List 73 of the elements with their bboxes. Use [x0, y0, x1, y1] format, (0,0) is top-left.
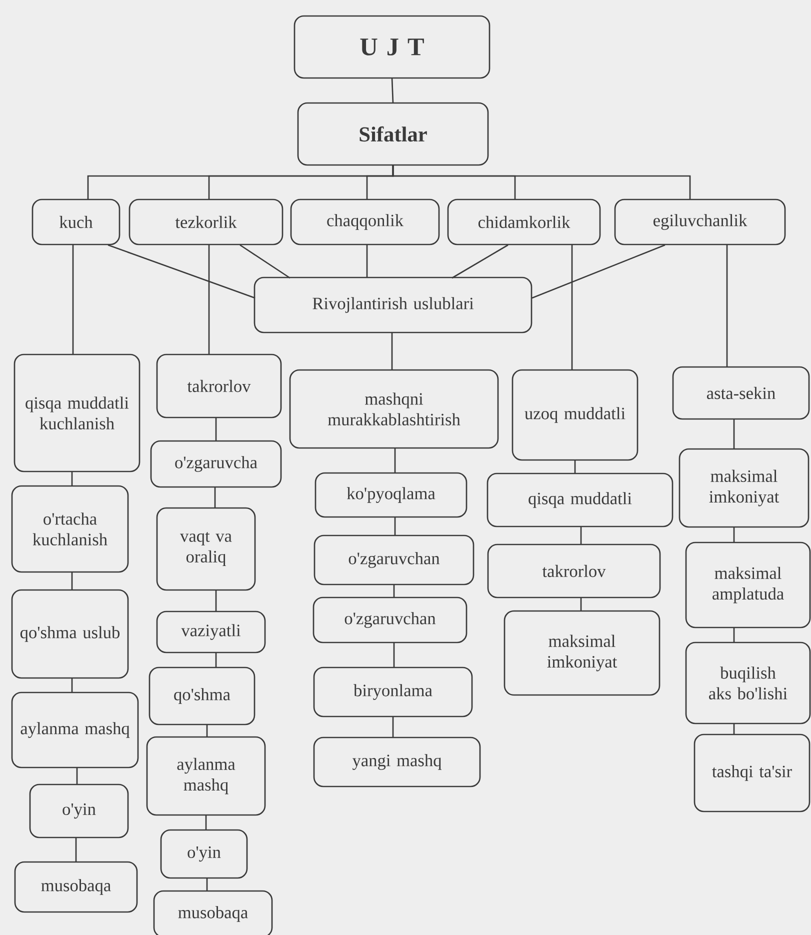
technique-box: aylanma mashq	[11, 692, 139, 768]
technique-box: aylanma mashq	[146, 736, 266, 816]
connector-line	[214, 487, 216, 508]
technique-box: maksimal imkoniyat	[504, 610, 660, 696]
technique-box: o'yin	[160, 829, 248, 879]
quality-box: egiluvchanlik	[614, 198, 786, 246]
technique-box: buqilish aks bo'lishi	[685, 642, 811, 724]
connector-line	[392, 716, 394, 738]
technique-box: musobaqa	[14, 861, 138, 913]
connector-line	[580, 598, 582, 611]
quality-box: chaqqonlik	[290, 198, 440, 246]
connector-line	[71, 472, 73, 486]
connector-line	[391, 78, 394, 104]
connector-line	[574, 460, 576, 474]
connector-line	[532, 244, 666, 299]
connector-line	[240, 244, 290, 279]
connector-line	[733, 419, 735, 449]
connector-line	[726, 244, 728, 367]
connector-line	[215, 652, 217, 668]
technique-box: o'zgaruvcha	[150, 440, 282, 488]
connector-line	[108, 244, 256, 299]
technique-box: maksimal amplatuda	[685, 542, 811, 628]
connector-line	[206, 878, 208, 891]
connector-line	[75, 838, 77, 862]
connector-line	[393, 584, 395, 598]
technique-box: o'yin	[29, 784, 129, 838]
technique-box: vaziyatli	[156, 610, 266, 654]
quality-box: tezkorlik	[128, 198, 284, 246]
connector-line	[205, 815, 207, 830]
technique-box: qo'shma uslub	[11, 589, 129, 679]
technique-box: yangi mashq	[313, 736, 481, 788]
connector-line	[580, 526, 582, 544]
connector-line	[71, 572, 73, 590]
technique-box: biryonlama	[313, 666, 473, 718]
quality-box: kuch	[32, 198, 120, 246]
method-box: Rivojlantirish uslublari	[254, 276, 532, 334]
quality-box: chidamkorlik	[447, 198, 601, 246]
connector-line	[393, 642, 395, 668]
technique-box: o'zgaruvchan	[312, 596, 468, 644]
heading-box: U J T	[294, 15, 490, 79]
connector-line	[366, 245, 368, 278]
technique-box: asta-sekin	[672, 366, 810, 420]
connector-line	[452, 244, 508, 279]
technique-box: qisqa muddatli	[486, 472, 674, 528]
connector-line	[391, 332, 393, 370]
connector-line	[394, 517, 396, 536]
connector-line	[733, 724, 735, 734]
technique-box: o'rtacha kuchlanish	[11, 485, 129, 573]
technique-box: o'zgaruvchan	[314, 534, 474, 586]
technique-box: musobaqa	[153, 890, 273, 935]
connector-line	[215, 590, 217, 612]
technique-box: takrorlov	[487, 544, 661, 598]
technique-box: ko'pyoqlama	[314, 472, 468, 518]
connector-line	[392, 165, 691, 200]
technique-box: tashqi ta'sir	[694, 734, 810, 812]
connector-line	[72, 244, 74, 354]
connector-line	[206, 724, 208, 737]
connector-line	[71, 678, 73, 692]
technique-box: vaqt va oraliq	[156, 507, 256, 591]
connector-line	[394, 448, 396, 473]
technique-box: qisqa muddatli kuchlanish	[14, 354, 140, 472]
technique-box: qo'shma	[148, 666, 256, 726]
heading-box: Sifatlar	[297, 102, 489, 166]
technique-box: uzoq muddatli	[512, 369, 638, 461]
connector-line	[76, 768, 78, 784]
connector-line	[733, 628, 735, 642]
connector-line	[208, 244, 210, 354]
technique-box: takrorlov	[156, 354, 282, 418]
connector-line	[571, 244, 573, 370]
connector-line	[215, 418, 217, 441]
technique-box: maksimal imkoniyat	[678, 448, 810, 528]
technique-box: mashqni murakkablashtirish	[289, 369, 499, 449]
connector-line	[733, 527, 735, 542]
